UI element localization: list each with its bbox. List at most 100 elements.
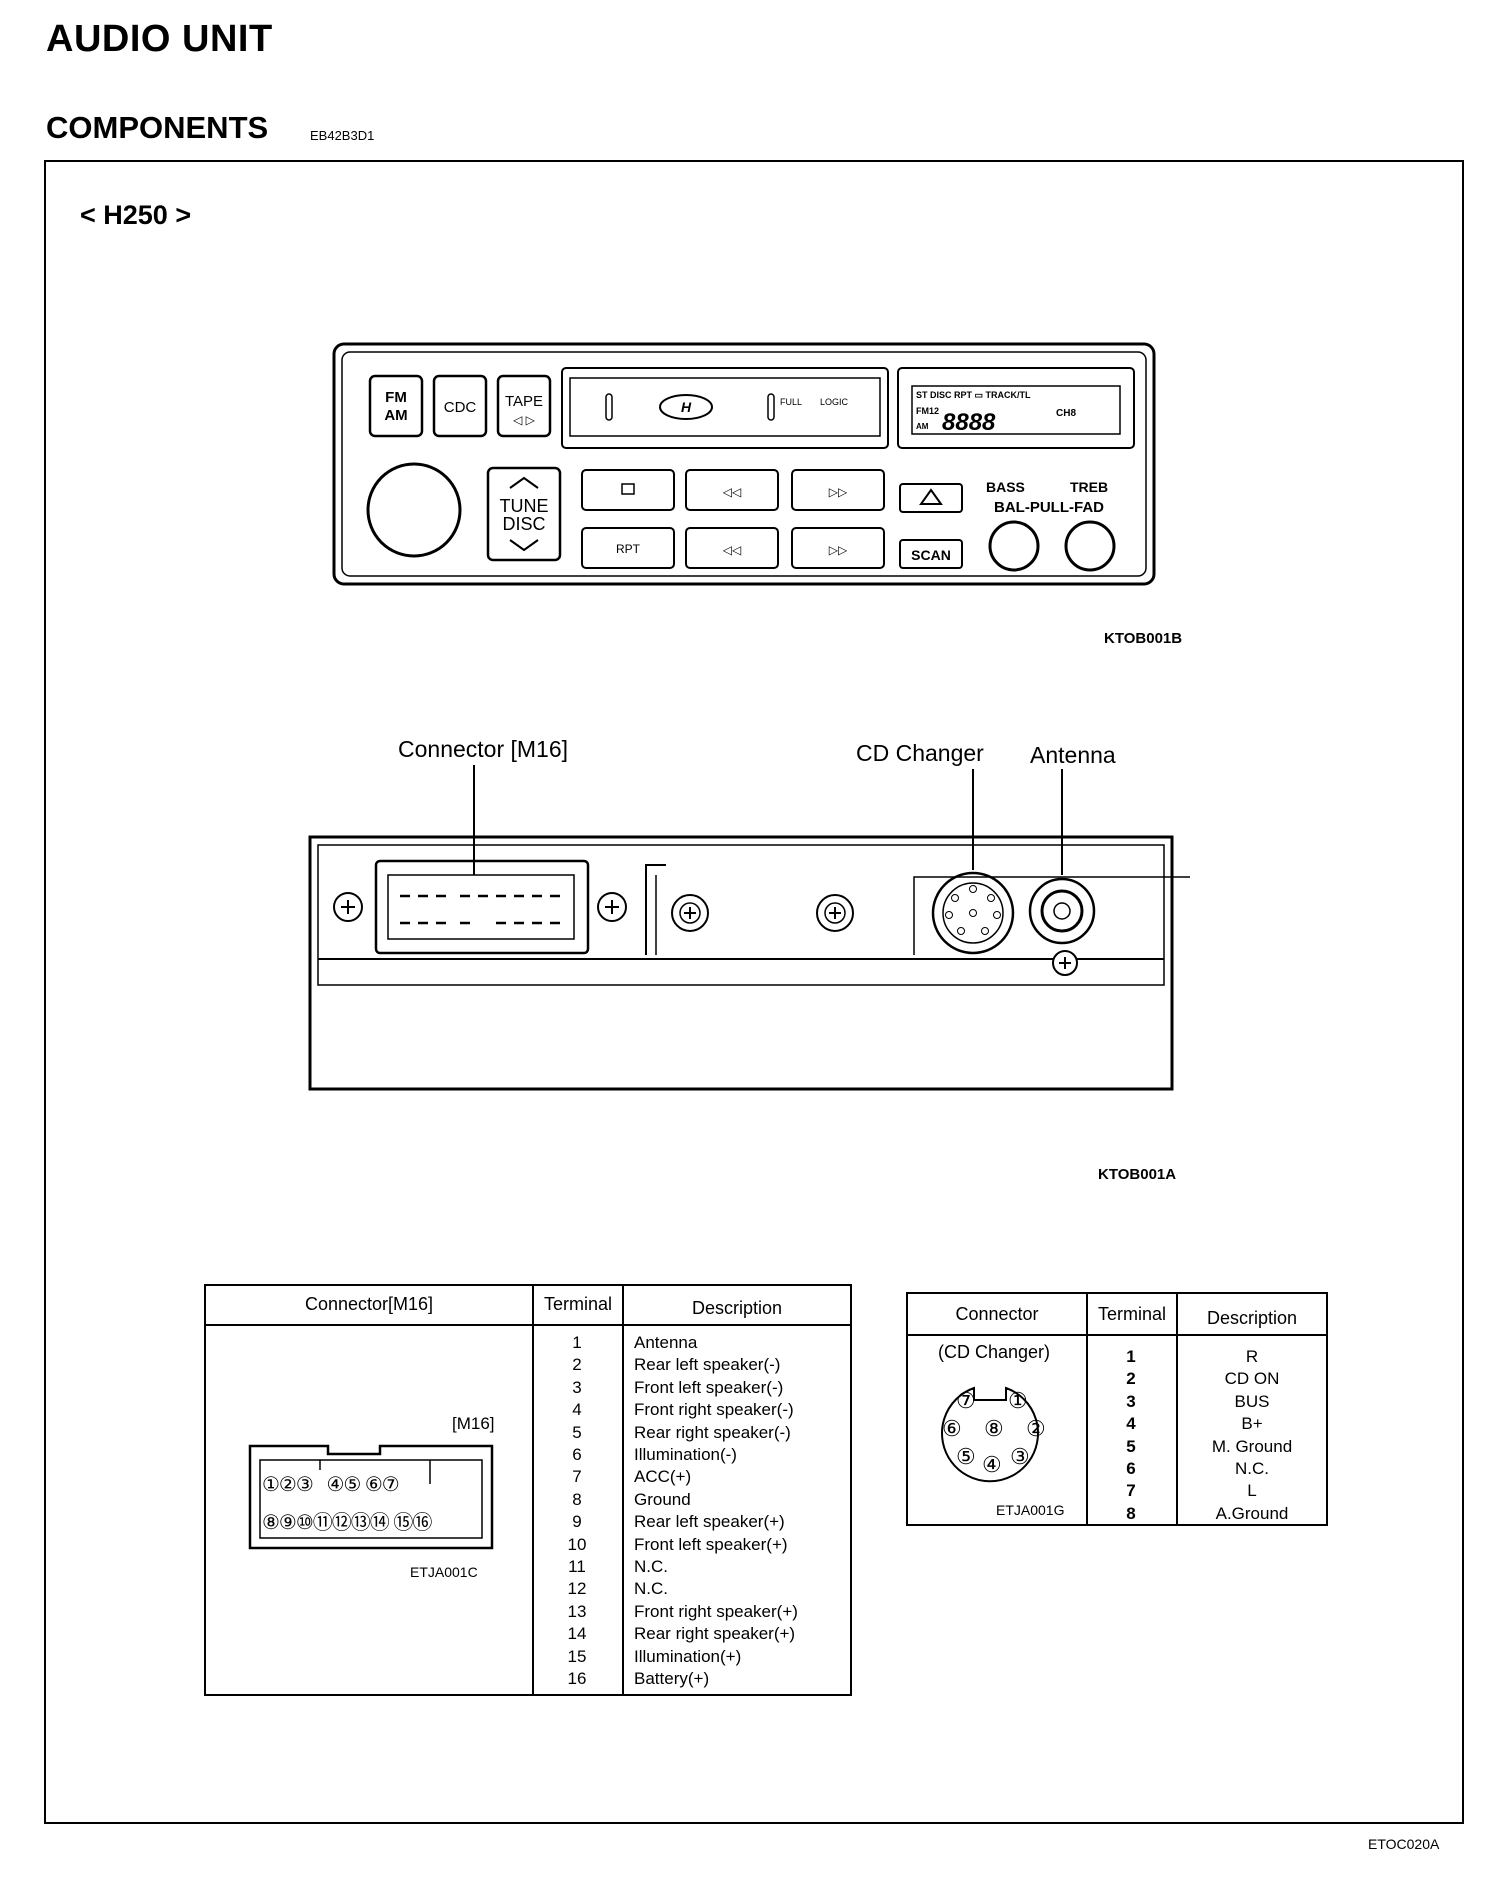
- fast-forward-button[interactable]: [791, 527, 885, 569]
- prev-track-button[interactable]: [685, 469, 779, 511]
- cd-header-terminal: Terminal: [1097, 1304, 1167, 1324]
- terminal-number: 2: [1126, 1369, 1136, 1389]
- cd-pinout-table: [906, 1292, 1328, 1526]
- lcd-band: FM12: [916, 406, 939, 416]
- lcd-ch: CH8: [1056, 408, 1076, 419]
- terminal-number: 12: [567, 1579, 587, 1599]
- logic-label: LOGIC: [820, 397, 849, 407]
- terminal-number: 11: [568, 1557, 586, 1577]
- m16-header-description: Description: [691, 1298, 783, 1318]
- am-label: AM: [384, 407, 407, 424]
- eject-icon: [919, 488, 943, 505]
- terminal-description: BUS: [1234, 1391, 1270, 1411]
- terminal-number: 3: [572, 1377, 582, 1397]
- terminal-number: 7: [572, 1467, 582, 1487]
- rewind-icon: ◁◁: [723, 543, 742, 557]
- tune-disc-rocker[interactable]: [486, 466, 562, 562]
- next-track-button[interactable]: [791, 469, 885, 511]
- screw-icon: [671, 894, 709, 932]
- lcd-display: [911, 385, 1121, 435]
- rpt-button[interactable]: [581, 527, 675, 569]
- terminal-number: 8: [1126, 1503, 1136, 1523]
- bass-label: BASS: [986, 479, 1025, 495]
- figure-code-front: KTOB001B: [1104, 630, 1183, 647]
- volume-knob[interactable]: [366, 462, 462, 558]
- m16-pins-row2: ⑧⑨⑩⑪⑫⑬⑭ ⑮⑯: [262, 1512, 432, 1534]
- m16-connector-diagram: [248, 1444, 494, 1550]
- stop-icon: [621, 483, 635, 495]
- terminal-number: 13: [567, 1601, 587, 1621]
- terminal-number: 2: [572, 1355, 582, 1375]
- terminal-number: 14: [567, 1624, 587, 1644]
- m16-header-connector: Connector[M16]: [304, 1294, 434, 1314]
- terminal-number: 1: [572, 1333, 582, 1352]
- unit-body-outline: [308, 835, 1174, 1091]
- terminal-number: 15: [567, 1646, 587, 1666]
- page-title: AUDIO UNIT: [46, 18, 273, 60]
- terminal-description: N.C.: [1235, 1459, 1269, 1479]
- m16-pin-slots: [400, 894, 560, 925]
- terminal-description: Front right speaker(+): [634, 1601, 798, 1621]
- model-label: < H250 >: [80, 200, 192, 230]
- terminal-number: 4: [572, 1400, 582, 1420]
- rear-face: [317, 844, 1165, 986]
- eject-button[interactable]: [899, 483, 963, 513]
- fm-label: FM: [385, 389, 407, 406]
- screw-icon: [816, 894, 854, 932]
- cd-pin-number: ②: [1026, 1416, 1046, 1441]
- terminal-description: N.C.: [634, 1557, 668, 1577]
- terminal-number: 3: [1126, 1391, 1136, 1411]
- cdc-label: CDC: [444, 399, 477, 416]
- section-title: COMPONENTS: [46, 110, 269, 145]
- fm-am-button[interactable]: [368, 374, 424, 438]
- scan-button[interactable]: [899, 539, 963, 569]
- terminal-number: 1: [1126, 1347, 1136, 1366]
- brand-logo-mark: H: [681, 399, 692, 415]
- cassette-door: [561, 367, 889, 449]
- stop-button[interactable]: [581, 469, 675, 511]
- screw-icon: [333, 892, 363, 922]
- bass-bal-knob[interactable]: [988, 520, 1040, 572]
- terminal-number: 10: [567, 1534, 587, 1554]
- rear-panel-figure: [308, 765, 1190, 1091]
- treb-label: TREB: [1070, 479, 1108, 495]
- terminal-description: Battery(+): [634, 1669, 710, 1689]
- lcd-band-am: AM: [916, 422, 929, 431]
- m16-header-terminal: Terminal: [543, 1294, 613, 1314]
- label-cd-changer: CD Changer: [856, 740, 984, 766]
- terminal-description: Rear left speaker(+): [634, 1512, 785, 1532]
- terminal-description: M. Ground: [1211, 1436, 1293, 1456]
- terminal-number: 8: [572, 1489, 582, 1509]
- treb-fad-knob[interactable]: [1064, 520, 1116, 572]
- next-track-icon: ▷▷: [829, 485, 848, 499]
- tune-label: TUNE: [500, 496, 549, 516]
- terminal-description: Rear right speaker(-): [634, 1422, 791, 1442]
- tape-button[interactable]: [496, 374, 552, 438]
- terminal-number: 6: [1126, 1459, 1136, 1479]
- terminal-description: Ground: [634, 1489, 691, 1509]
- m16-pins-row1: ①②③ ④⑤ ⑥⑦: [262, 1474, 400, 1496]
- rewind-button[interactable]: [685, 527, 779, 569]
- footer-figure-code: ETOC020A: [1368, 1836, 1440, 1852]
- terminal-description: ACC(+): [634, 1467, 692, 1487]
- terminal-description: CD ON: [1224, 1369, 1280, 1389]
- terminal-description: Front left speaker(+): [634, 1534, 788, 1554]
- terminal-description: R: [1245, 1347, 1259, 1366]
- antenna-jack: [1028, 877, 1096, 945]
- cdc-button[interactable]: [432, 374, 488, 438]
- figure-frame: [44, 160, 1464, 1824]
- cd-header-connector: Connector: [955, 1304, 1039, 1324]
- cd-figure-code: ETJA001G: [996, 1502, 1065, 1518]
- terminal-description: Rear left speaker(-): [634, 1355, 781, 1375]
- chevron-up-icon: [509, 476, 539, 489]
- cd-pin-number: ③: [1010, 1444, 1030, 1469]
- cd-pin-number: ⑥: [942, 1416, 962, 1441]
- cd-pin-number: ①: [1008, 1388, 1028, 1413]
- m16-connector-label: [M16]: [452, 1414, 495, 1433]
- full-label: FULL: [780, 397, 802, 407]
- lcd-indicators: ST DISC RPT ▭ TRACK/TL: [916, 390, 1031, 400]
- section-code: EB42B3D1: [310, 128, 375, 143]
